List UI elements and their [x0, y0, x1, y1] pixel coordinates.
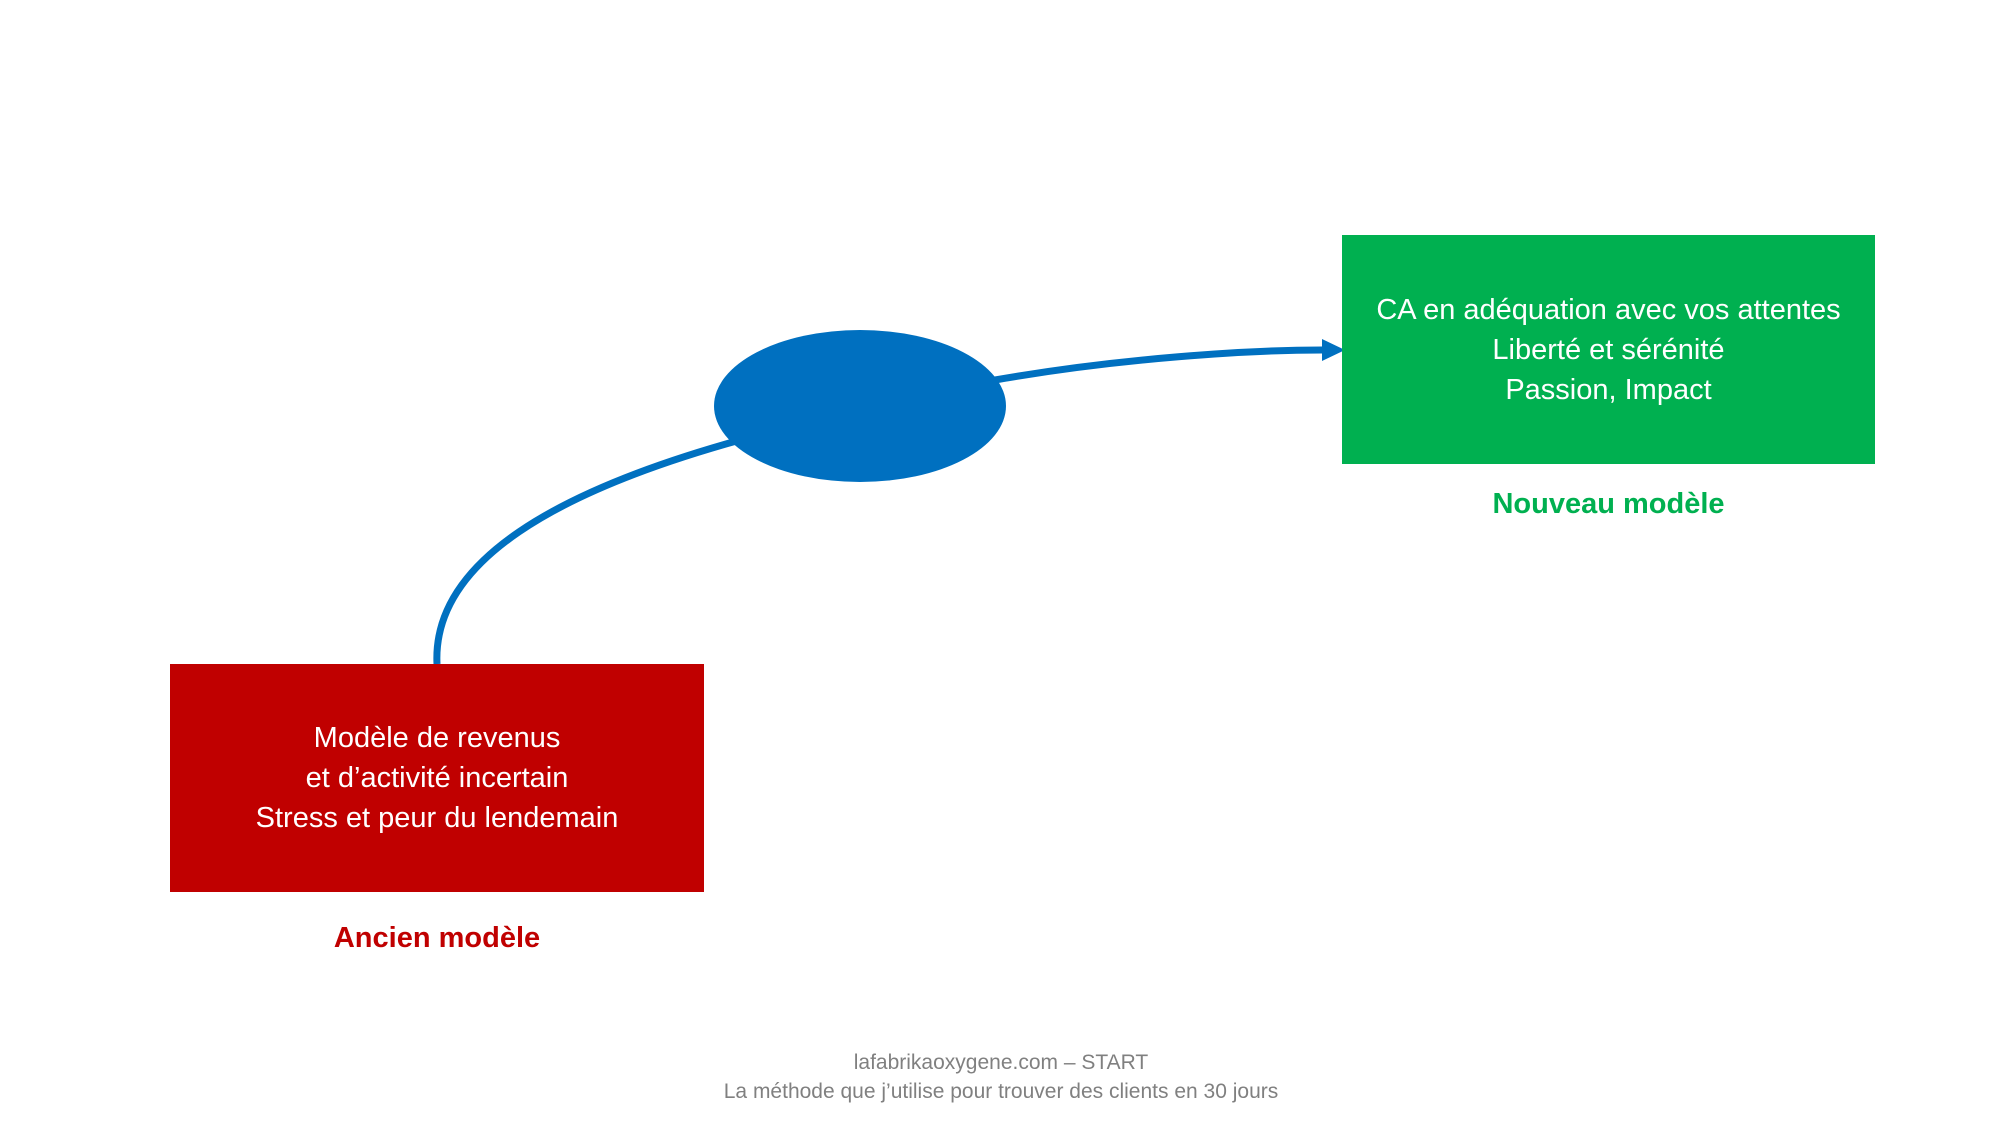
curved-connector-lower: [433, 436, 741, 665]
new-model-line-2: Liberté et sérénité: [1492, 333, 1725, 366]
arrowhead-icon: [1322, 339, 1345, 361]
old-model-caption: Ancien modèle: [333, 922, 541, 954]
new-model-caption: Nouveau modèle: [1492, 488, 1725, 520]
new-model-box: CA en adéquation avec vos attentes Liber…: [1342, 235, 1875, 464]
old-model-line-1: Modèle de revenus: [313, 722, 561, 754]
old-model-box: Modèle de revenus et d’activité incertai…: [170, 664, 704, 892]
footer-tagline: La méthode que j’utilise pour trouver de…: [723, 1080, 1279, 1103]
footer-site-link: lafabrikaoxygene.com – START: [853, 1051, 1149, 1074]
curved-arrow-upper: [994, 346, 1323, 384]
new-model-line-3: Passion, Impact: [1505, 373, 1712, 406]
new-model-line-1: CA en adéquation avec vos attentes: [1376, 293, 1841, 326]
footer: lafabrikaoxygene.com – START La méthode …: [0, 1048, 2002, 1106]
center-node: [714, 330, 1006, 482]
old-model-line-2: et d’activité incertain: [305, 762, 569, 794]
old-model-line-3: Stress et peur du lendemain: [255, 802, 619, 834]
